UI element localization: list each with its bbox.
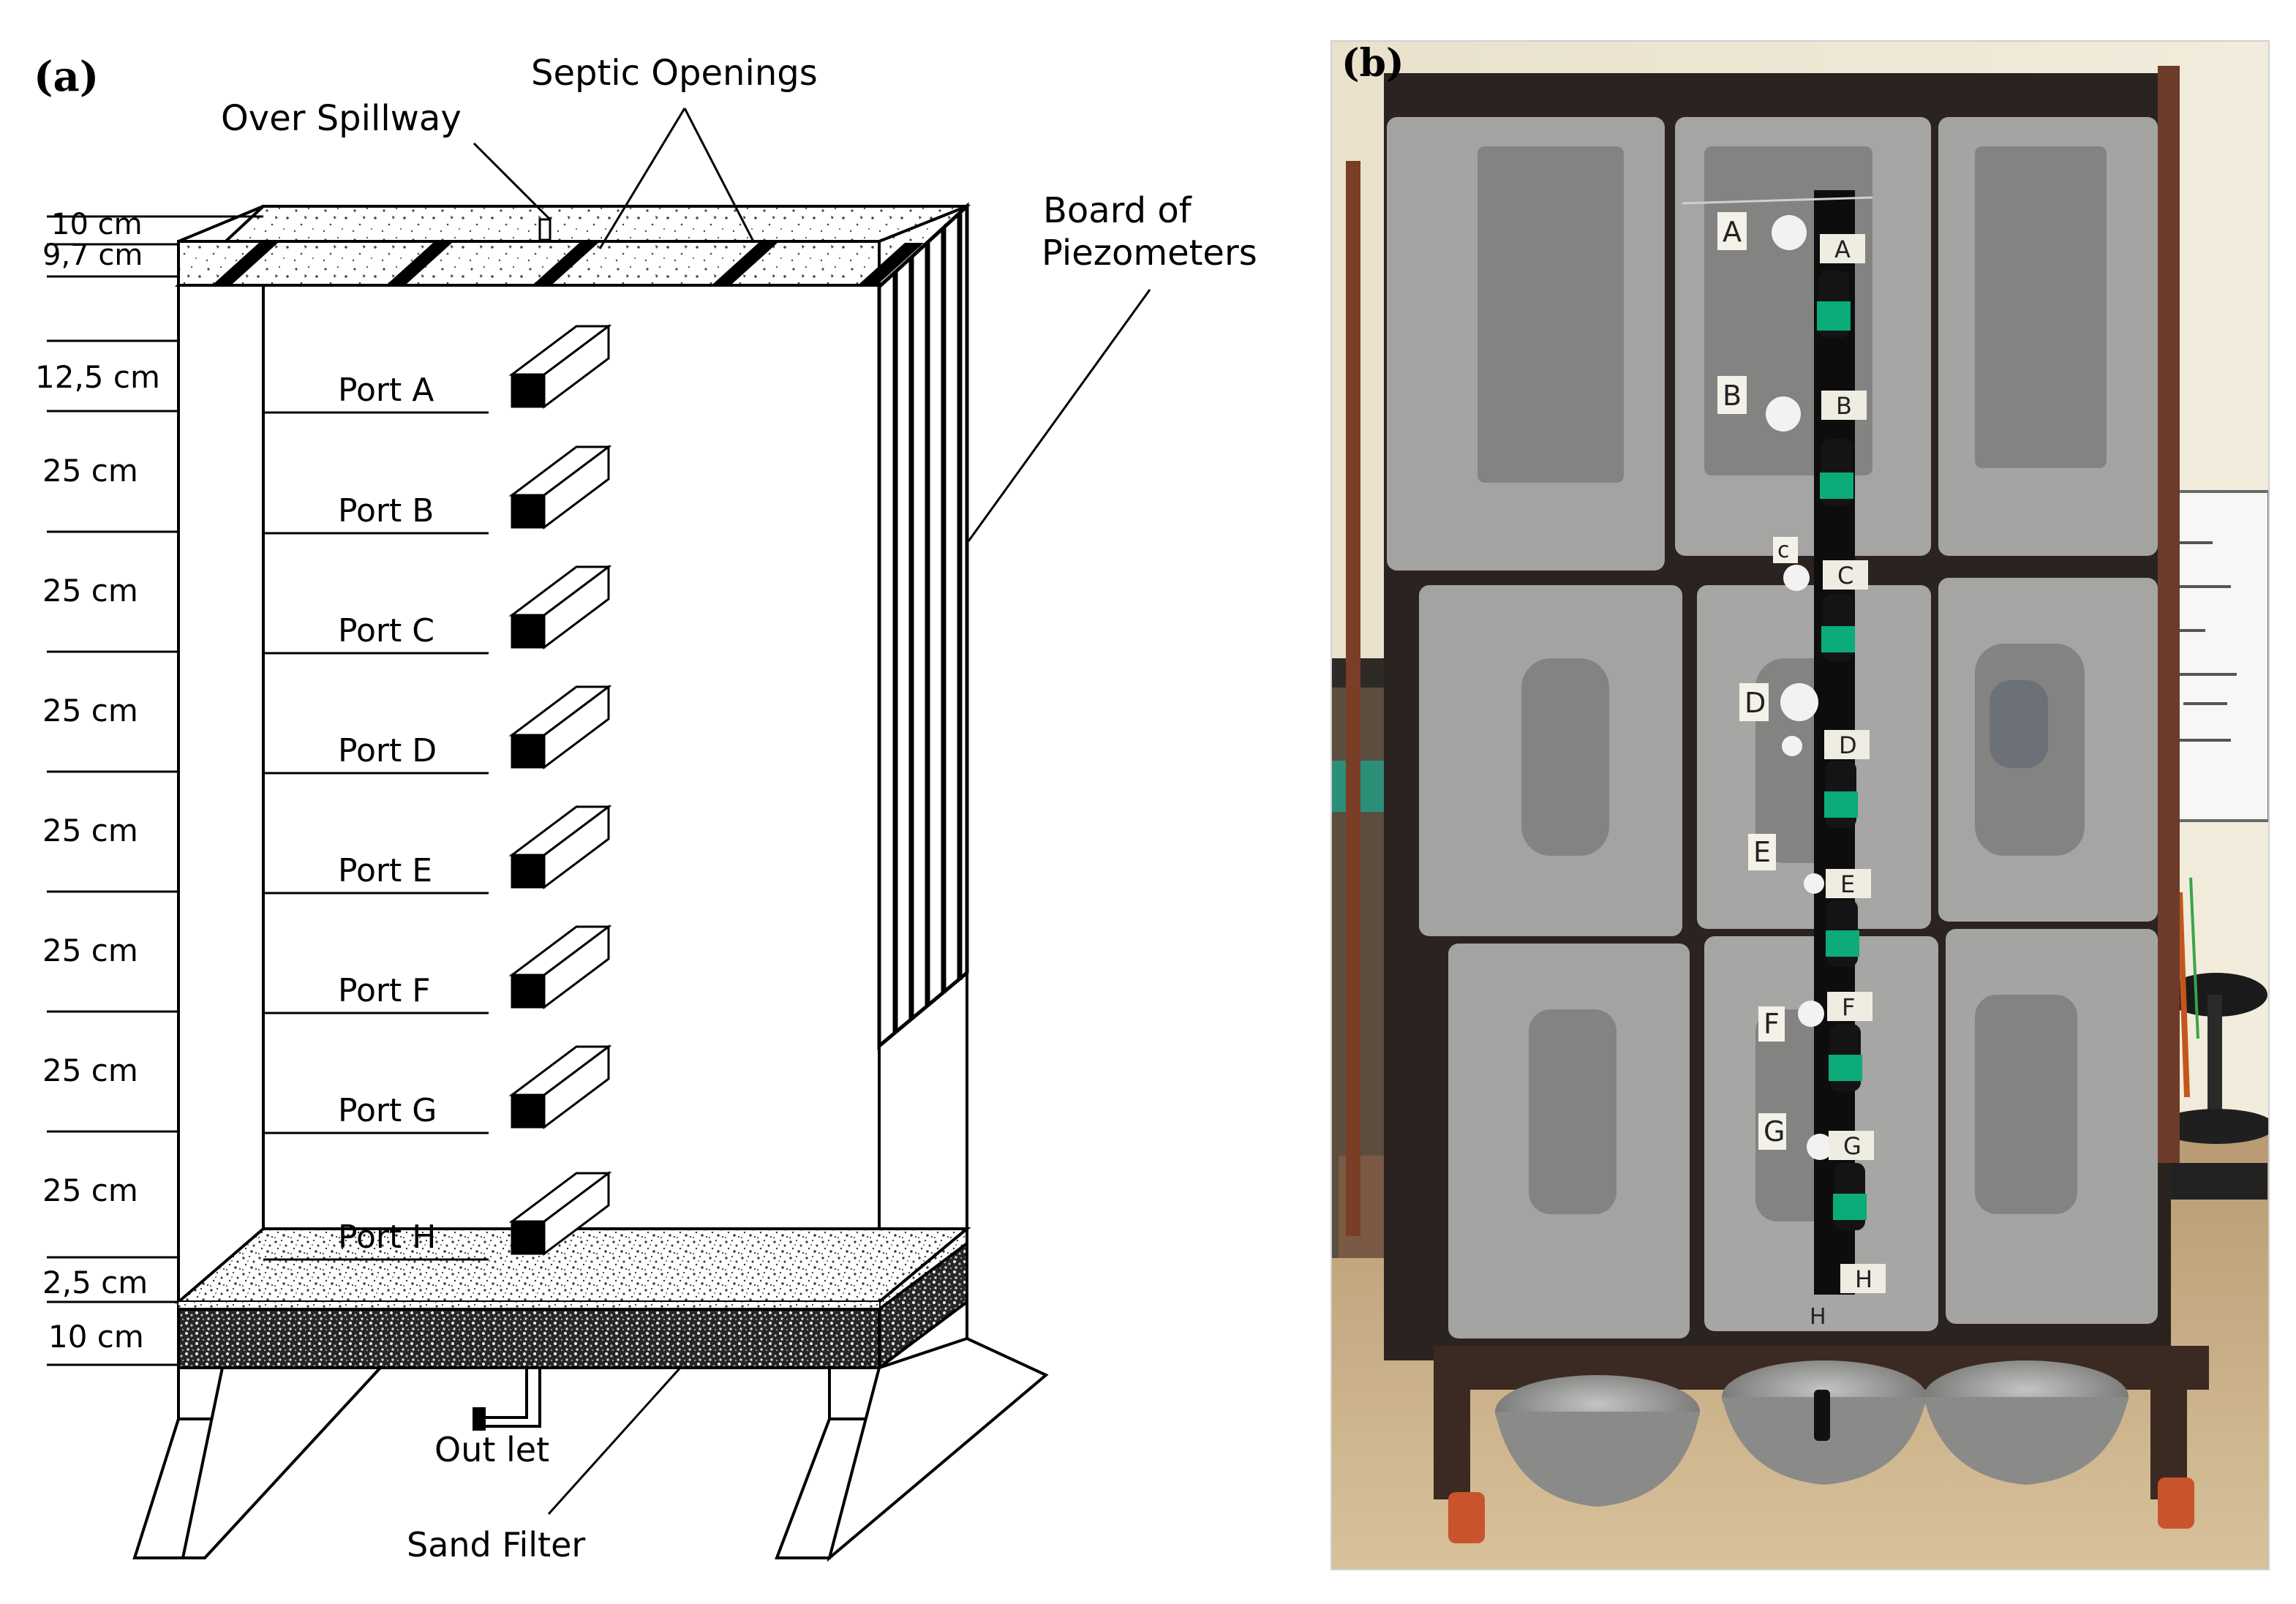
vial xyxy=(1829,1024,1862,1091)
spillway-pipe xyxy=(538,218,552,241)
port-label: Port D xyxy=(338,732,437,769)
port-label: Port E xyxy=(338,852,432,889)
piezometer-board xyxy=(877,202,969,1050)
callout-sand-filter: Sand Filter xyxy=(407,1525,585,1565)
dim-label: 10 cm xyxy=(48,1319,144,1355)
callout-board-line2: Piezometers xyxy=(1042,233,1257,274)
dim-label: 12,5 cm xyxy=(35,359,160,395)
side-tags: A B c D E F G xyxy=(1717,212,1798,1150)
side-tag: D xyxy=(1744,687,1766,719)
vial xyxy=(1833,1163,1867,1230)
port-label: Port F xyxy=(338,972,431,1009)
piezometer-vials xyxy=(1817,271,1867,1230)
callout-over-spillway: Over Spillway xyxy=(221,98,462,139)
strip-tag: F xyxy=(1842,993,1855,1021)
port-box xyxy=(508,685,612,769)
port-box xyxy=(508,445,612,530)
gravel-layer xyxy=(177,1240,968,1371)
port-box xyxy=(508,925,612,1009)
collection-trays xyxy=(1495,1360,2128,1507)
caster-wheels xyxy=(1448,1477,2194,1543)
callout-lines xyxy=(473,108,1151,1515)
port-box xyxy=(508,1044,612,1129)
side-tag: A xyxy=(1723,216,1742,248)
dimension-labels: 12,5 cm 25 cm 25 cm 25 cm 25 cm 25 cm 25… xyxy=(35,359,160,1355)
panel-b-label: (b) xyxy=(1341,41,1404,86)
bottom-tag: H xyxy=(1810,1304,1826,1330)
dim-label: 25 cm xyxy=(42,453,138,489)
panel-a-label: (a) xyxy=(34,53,99,101)
whiteboard-scribbles xyxy=(2176,541,2237,742)
strip-tag: C xyxy=(1837,562,1853,590)
side-tag: F xyxy=(1764,1008,1780,1040)
port-label: Port G xyxy=(338,1092,437,1129)
septic-opening-slots xyxy=(214,243,924,284)
port-box xyxy=(508,324,612,409)
strip-tags: A B C D E F G H xyxy=(1820,234,1886,1293)
strip-tag: H xyxy=(1855,1265,1872,1293)
port-box xyxy=(508,1171,612,1256)
callout-septic-openings: Septic Openings xyxy=(531,53,818,94)
port-valves xyxy=(1766,215,1833,1160)
port-label-lines xyxy=(263,411,489,1261)
dim-label: 25 cm xyxy=(42,693,138,728)
port-label: Port C xyxy=(338,612,434,649)
whiteboard xyxy=(2164,490,2269,822)
vial xyxy=(1824,761,1858,828)
callout-board-line1: Board of xyxy=(1043,190,1192,231)
dim-label: 25 cm xyxy=(42,1172,138,1208)
support-legs xyxy=(132,1302,1049,1562)
dim-top-10cm: 10 cm xyxy=(51,208,143,241)
dim-label: 25 cm xyxy=(42,1053,138,1088)
panel-b-photo: A B c D E F G A B C xyxy=(1330,40,2270,1570)
panel-a-schematic: (a) xyxy=(34,53,1257,1565)
strip-tag: A xyxy=(1834,236,1851,263)
strip-tag: D xyxy=(1839,731,1857,759)
side-tag: G xyxy=(1764,1115,1785,1148)
strip-tag: G xyxy=(1843,1132,1862,1160)
callout-outlet: Out let xyxy=(434,1430,549,1469)
vial xyxy=(1820,439,1853,506)
side-tag: c xyxy=(1777,538,1790,563)
dim-label: 25 cm xyxy=(42,813,138,848)
outlet-pipe xyxy=(473,1368,541,1431)
dim-label: 25 cm xyxy=(42,573,138,609)
port-label: Port H xyxy=(338,1219,436,1256)
vial xyxy=(1817,271,1851,338)
strip-tag: E xyxy=(1840,870,1855,898)
dim-label: 2,5 cm xyxy=(42,1265,148,1300)
dim-top-9-7cm: 9,7 cm xyxy=(42,238,143,272)
side-tag: E xyxy=(1753,836,1771,868)
vial xyxy=(1821,594,1855,661)
port-boxes xyxy=(508,324,612,1256)
dimension-lines xyxy=(47,215,263,1366)
dim-label: 25 cm xyxy=(42,933,138,968)
side-tag: B xyxy=(1723,380,1742,412)
port-labels: Port A Port B Port C Port D Port E Port … xyxy=(338,372,437,1256)
strip-tag: B xyxy=(1836,392,1852,420)
port-box xyxy=(508,805,612,889)
lab-chair xyxy=(2158,973,2269,1200)
top-cover xyxy=(174,204,971,287)
port-label: Port A xyxy=(338,372,434,409)
port-box xyxy=(508,565,612,649)
vial xyxy=(1826,900,1859,967)
port-label: Port B xyxy=(338,492,434,530)
